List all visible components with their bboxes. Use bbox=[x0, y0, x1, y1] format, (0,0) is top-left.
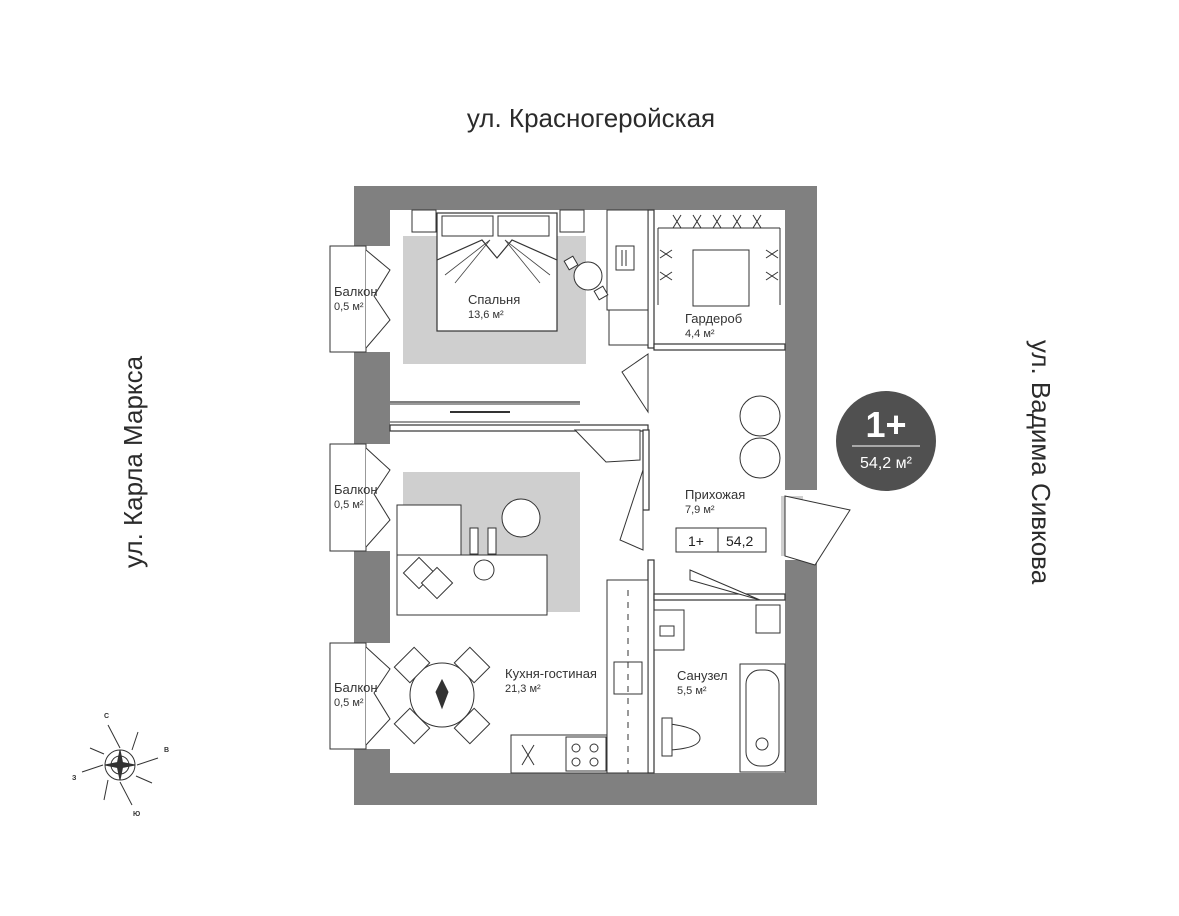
balcony-frames bbox=[329, 245, 391, 750]
badge-area: 54,2 м² bbox=[860, 455, 913, 472]
room-balcony-2-area: 0,5 м² bbox=[334, 499, 364, 511]
bedroom-closet bbox=[390, 403, 580, 423]
room-hallway-area: 7,9 м² bbox=[685, 504, 715, 516]
compass-south: Ю bbox=[133, 811, 140, 818]
room-kitchen-name: Кухня-гостиная bbox=[505, 666, 597, 681]
nightstand-right bbox=[559, 209, 585, 233]
room-wardrobe-name: Гардероб bbox=[685, 311, 742, 326]
room-kitchen-area: 21,3 м² bbox=[505, 683, 541, 695]
room-balcony-3-name: Балкон bbox=[334, 680, 378, 695]
room-wardrobe-area: 4,4 м² bbox=[685, 328, 715, 340]
room-wardrobe: Гардероб 4,4 м² bbox=[685, 311, 742, 340]
ottoman-icon bbox=[739, 395, 781, 437]
ottoman-icon-2 bbox=[739, 437, 781, 479]
compass-west: З bbox=[72, 775, 77, 782]
compass-north: С bbox=[104, 713, 109, 720]
compass-icon bbox=[81, 724, 159, 806]
kitchen-units bbox=[510, 579, 649, 774]
hangers-icon bbox=[657, 227, 781, 307]
room-balcony-2-name: Балкон bbox=[334, 482, 378, 497]
street-top: ул. Красногеройская bbox=[467, 103, 715, 133]
doors bbox=[573, 353, 851, 601]
room-balcony-1-area: 0,5 м² bbox=[334, 301, 364, 313]
compass-east: В bbox=[164, 747, 169, 754]
nightstand-left bbox=[411, 209, 437, 233]
room-bathroom-area: 5,5 м² bbox=[677, 685, 707, 697]
side-table-icon bbox=[501, 498, 541, 538]
room-balcony-1: Балкон 0,5 м² bbox=[334, 284, 378, 313]
sofa-icon bbox=[396, 504, 548, 616]
apartment-tag: 1+ 54,2 bbox=[675, 527, 767, 553]
room-hallway-name: Прихожая bbox=[685, 487, 745, 502]
bathroom-fixtures bbox=[653, 604, 786, 773]
room-bedroom-name: Спальня bbox=[468, 292, 520, 307]
chair-icon bbox=[563, 255, 609, 301]
person-icon bbox=[469, 527, 497, 581]
room-bathroom: Санузел 5,5 м² bbox=[677, 668, 728, 697]
street-left: ул. Карла Маркса bbox=[118, 355, 148, 568]
room-bedroom: Спальня 13,6 м² bbox=[468, 292, 520, 321]
street-right: ул. Вадима Сивкова bbox=[1026, 340, 1056, 585]
room-bedroom-area: 13,6 м² bbox=[468, 309, 504, 321]
dining-table-icon bbox=[393, 646, 491, 745]
room-balcony-2: Балкон 0,5 м² bbox=[334, 482, 378, 511]
room-kitchen: Кухня-гостиная 21,3 м² bbox=[505, 666, 597, 695]
badge-type: 1+ bbox=[865, 404, 906, 445]
room-bathroom-name: Санузел bbox=[677, 668, 728, 683]
room-balcony-3-area: 0,5 м² bbox=[334, 697, 364, 709]
hanger-marks bbox=[659, 214, 779, 281]
outer-walls bbox=[354, 186, 817, 805]
desk-icon bbox=[606, 209, 649, 346]
bed-icon bbox=[436, 212, 558, 332]
tag-type: 1+ bbox=[688, 533, 704, 549]
room-hallway: Прихожая 7,9 м² bbox=[685, 487, 745, 516]
apartment-badge: 1+ 54,2 м² bbox=[836, 391, 936, 491]
tag-area: 54,2 bbox=[726, 533, 753, 549]
room-balcony-3: Балкон 0,5 м² bbox=[334, 680, 378, 709]
room-balcony-1-name: Балкон bbox=[334, 284, 378, 299]
